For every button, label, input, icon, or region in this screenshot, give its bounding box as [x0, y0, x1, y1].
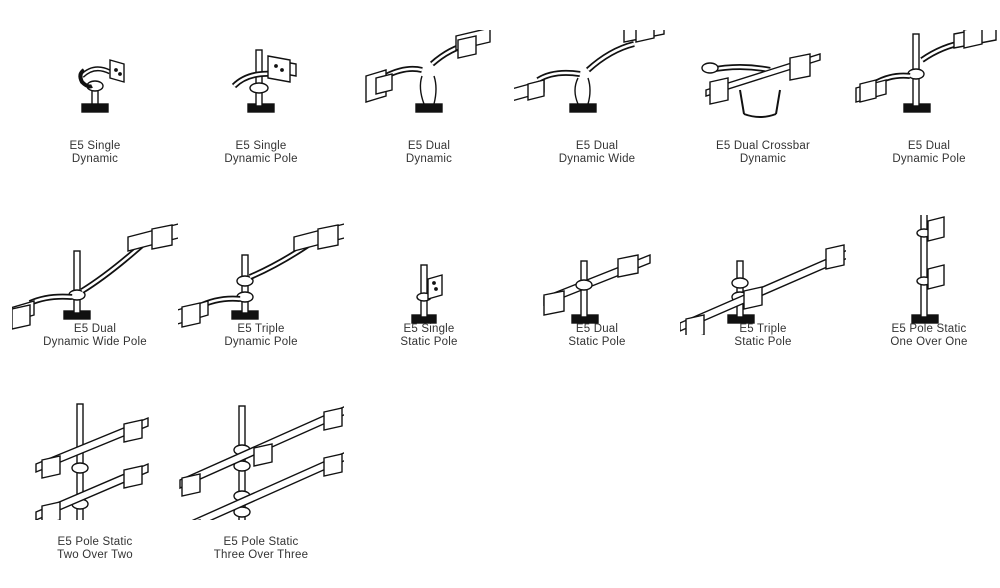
- caption-line2: Static Pole: [734, 336, 792, 348]
- caption-line1: E5 Dual: [73, 323, 117, 335]
- triple-dynamic-pole-arm-icon: [178, 215, 344, 335]
- caption-line1: E5 Pole Static: [223, 536, 299, 548]
- caption-line1: E5 Triple: [237, 323, 285, 335]
- single-dynamic-arm-icon: [12, 30, 178, 150]
- caption-line1: E5 Single: [403, 323, 455, 335]
- caption-line1: E5 Single: [235, 140, 287, 152]
- caption-line1: E5 Single: [69, 140, 121, 152]
- pole-static-one-over-one-icon: [846, 215, 1000, 335]
- caption-line1: E5 Dual: [407, 140, 451, 152]
- caption-line2: Dynamic Pole: [224, 336, 298, 348]
- pole-static-three-over-three-icon: [178, 400, 344, 520]
- pole-static-two-over-two-icon: [12, 400, 178, 520]
- caption-line2: One Over One: [890, 336, 968, 348]
- caption-line2: Static Pole: [400, 336, 458, 348]
- caption-line1: E5 Dual: [575, 323, 619, 335]
- dual-dynamic-pole-arm-icon: [846, 30, 1000, 150]
- caption-line2: Static Pole: [568, 336, 626, 348]
- caption-line2: Three Over Three: [213, 549, 309, 561]
- single-dynamic-pole-arm-icon: [178, 30, 344, 150]
- dual-crossbar-dynamic-arm-icon: [680, 30, 846, 150]
- caption-line1: E5 Dual: [907, 140, 951, 152]
- triple-static-pole-arm-icon: [680, 215, 846, 335]
- caption-line2: Dynamic Pole: [224, 153, 298, 165]
- caption-line2: Dynamic: [405, 153, 453, 165]
- caption-line2: Dynamic: [739, 153, 787, 165]
- caption-line1: E5 Pole Static: [57, 536, 133, 548]
- dual-dynamic-wide-pole-arm-icon: [12, 215, 178, 335]
- caption-line1: E5 Dual: [575, 140, 619, 152]
- caption-line2: Dynamic Pole: [892, 153, 966, 165]
- caption-line1: E5 Dual Crossbar: [716, 140, 810, 152]
- caption-line2: Dynamic: [71, 153, 119, 165]
- dual-static-pole-arm-icon: [514, 215, 680, 335]
- caption-line2: Dynamic Wide Pole: [43, 336, 147, 348]
- caption-line2: Dynamic Wide: [558, 153, 636, 165]
- single-static-pole-arm-icon: [346, 215, 512, 335]
- caption-line1: E5 Triple: [739, 323, 787, 335]
- caption-line1: E5 Pole Static: [891, 323, 967, 335]
- caption-line2: Two Over Two: [57, 549, 133, 561]
- dual-dynamic-arm-icon: [346, 30, 512, 150]
- dual-dynamic-wide-arm-icon: [514, 30, 680, 150]
